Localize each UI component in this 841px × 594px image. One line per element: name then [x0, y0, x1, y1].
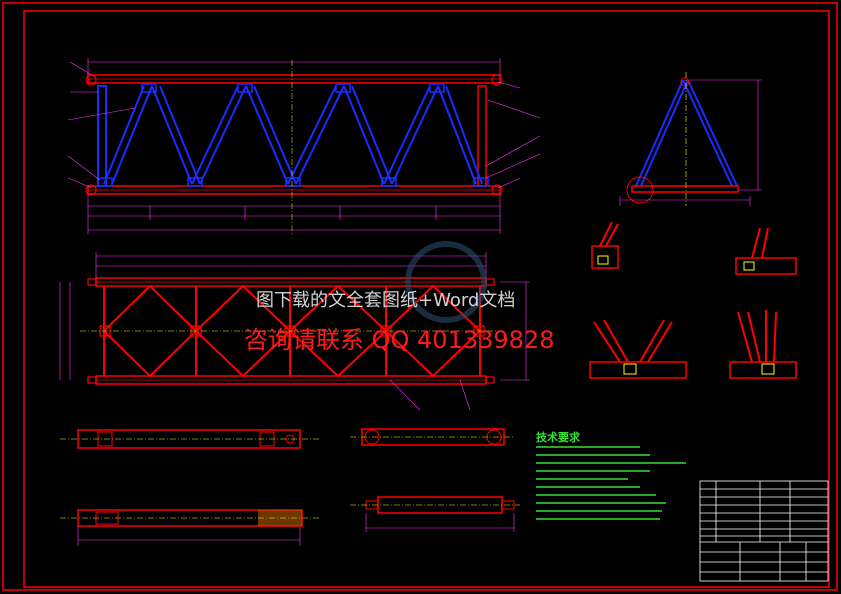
watermark-line-1: 图下载的文全套图纸+Word文档 [256, 290, 516, 311]
joint-details [589, 221, 797, 379]
title-block [699, 480, 829, 582]
truss-plan-view [59, 252, 530, 411]
chord-member-details [60, 429, 320, 546]
watermark-logo [405, 241, 487, 323]
web-member-details [350, 428, 520, 532]
triangular-section-view [619, 72, 762, 206]
technical-requirements-title: 技术要求 [536, 431, 580, 444]
inner-border [23, 10, 830, 588]
technical-notes-lines [536, 446, 686, 520]
watermark-line-2: 咨询请联系 QQ 401339828 [244, 326, 555, 354]
truss-elevation-view [67, 58, 541, 236]
